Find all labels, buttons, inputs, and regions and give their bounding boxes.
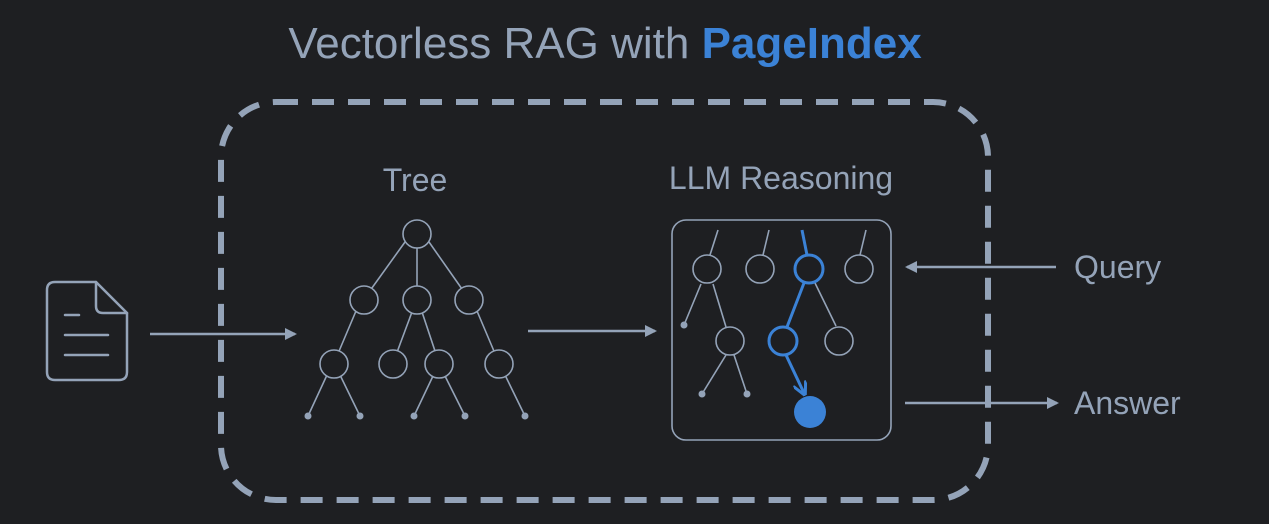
tree-graphic xyxy=(307,219,526,417)
tree-leaf-dots xyxy=(304,412,529,420)
title-prefix: Vectorless RAG with xyxy=(288,19,701,68)
answer-label: Answer xyxy=(1074,385,1181,421)
document-icon xyxy=(45,280,129,382)
reasoning-box xyxy=(671,219,892,441)
tree-label: Tree xyxy=(383,162,448,198)
query-label: Query xyxy=(1074,249,1161,285)
title-brand: PageIndex xyxy=(702,19,923,68)
reasoning-label: LLM Reasoning xyxy=(669,160,893,196)
reasoning-leaf-dots xyxy=(680,321,751,398)
system-boundary xyxy=(218,99,991,503)
diagram-title: Vectorless RAG with PageIndex xyxy=(288,19,922,68)
answer-node xyxy=(794,396,826,428)
reasoning-path xyxy=(767,229,825,393)
reasoning-tree xyxy=(683,229,874,395)
